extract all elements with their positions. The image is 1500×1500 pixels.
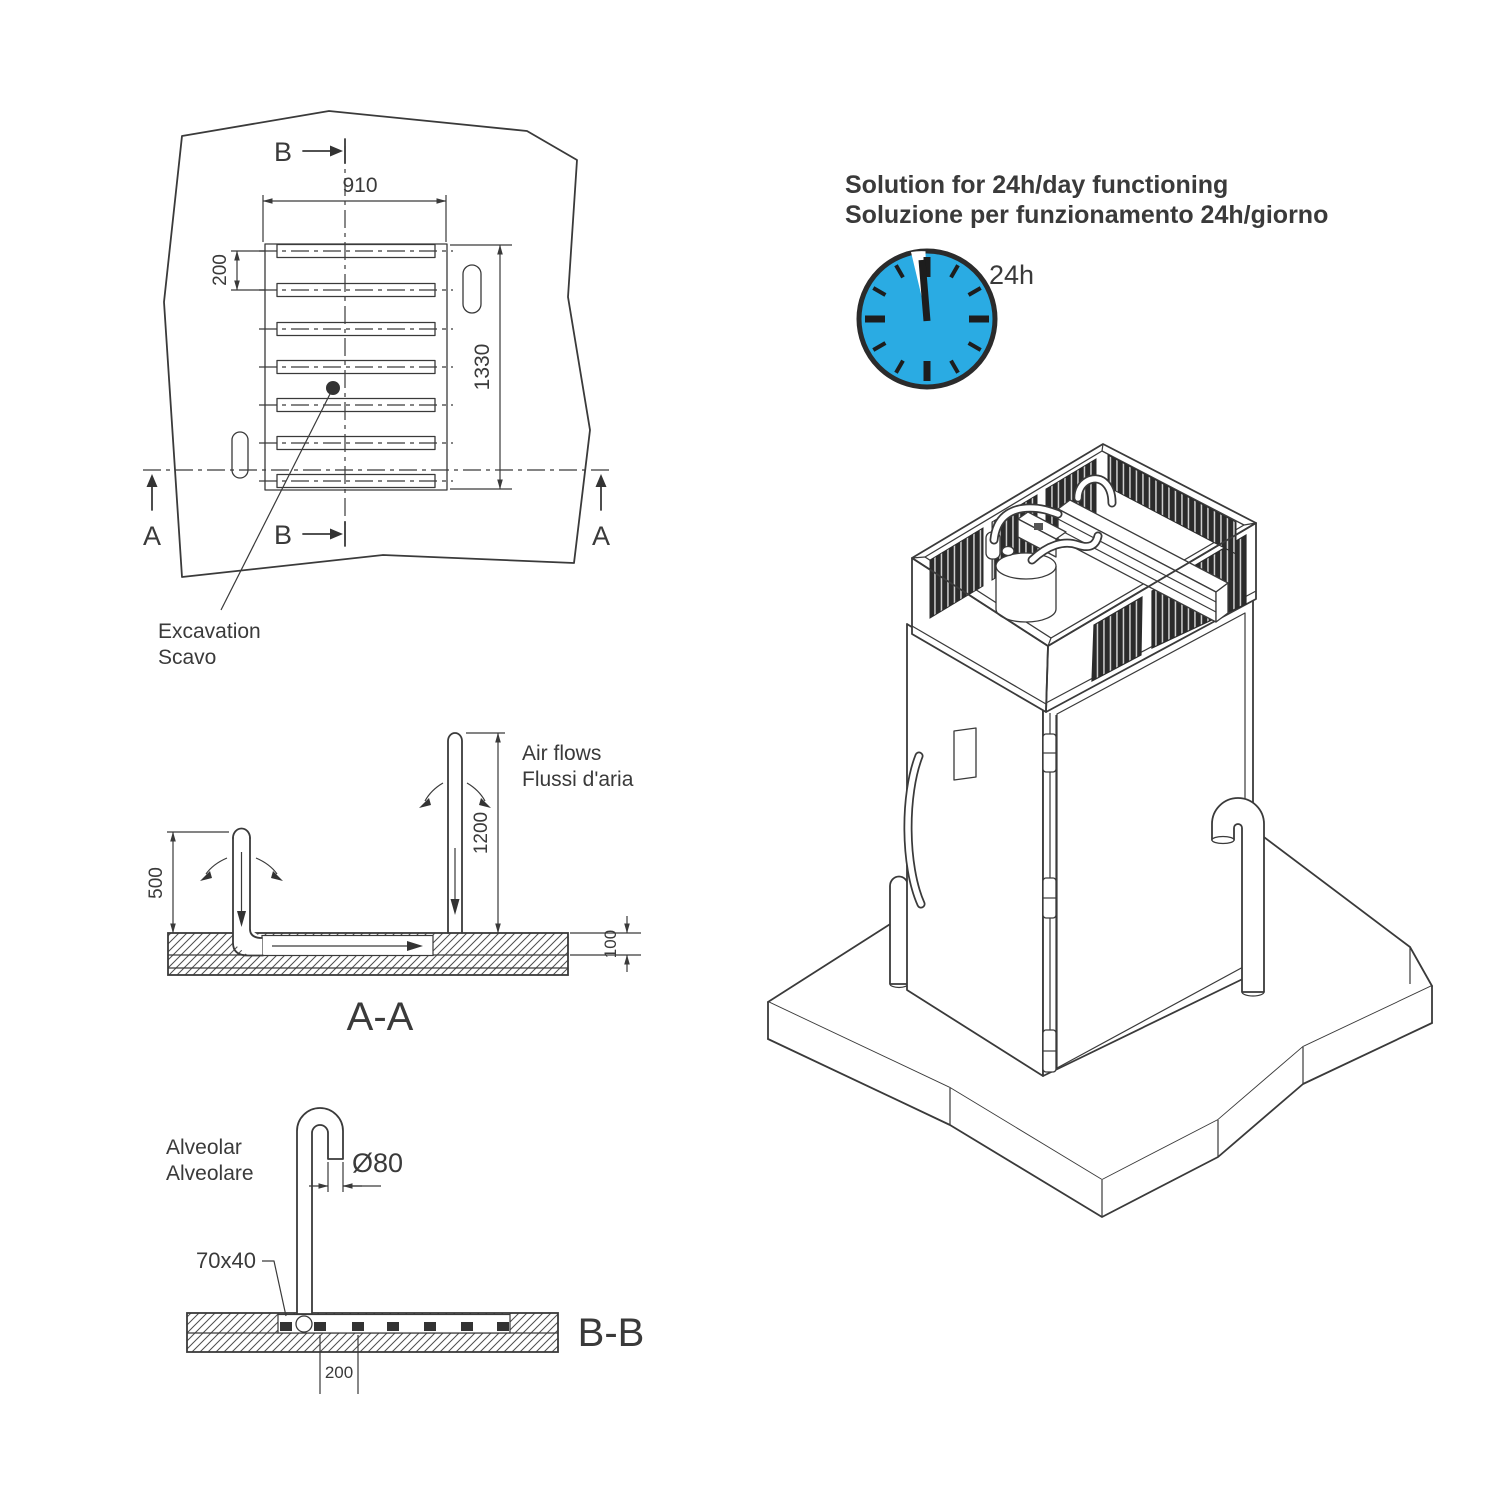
left-air-pipe <box>200 827 283 957</box>
door-hinge <box>1042 1029 1057 1073</box>
excavation-callout: Excavation Scavo <box>158 381 340 669</box>
dim-70x40: 70x40 <box>196 1248 287 1317</box>
air-flows-caption-en: Air flows <box>522 742 601 765</box>
dim-dia80: Ø80 <box>309 1148 403 1192</box>
clock-icon <box>856 248 998 390</box>
section-marker-b-bottom: B <box>274 520 346 550</box>
alveolar-caption-it: Alveolare <box>166 1162 254 1185</box>
dim-100: 100 <box>570 916 641 972</box>
dim-70x40-value: 70x40 <box>196 1248 256 1273</box>
plan-view: 910 200 1330 B B <box>143 110 610 669</box>
solution-note: Solution for 24h/day functioning Soluzio… <box>845 171 1328 390</box>
vent-pipe-bb <box>295 1107 344 1333</box>
dim-1200-value: 1200 <box>471 812 492 854</box>
callout-text-en: Excavation <box>158 620 261 643</box>
air-flows-caption-it: Flussi d'aria <box>522 768 634 791</box>
marker-b-label: B <box>274 137 292 167</box>
dim-200-value: 200 <box>210 254 231 286</box>
interior-grille <box>1107 454 1237 555</box>
slat <box>259 435 453 451</box>
slat <box>259 473 453 489</box>
clock-ticks <box>865 257 989 381</box>
rating-plate <box>953 727 977 781</box>
dim-200-bb-value: 200 <box>325 1363 353 1382</box>
door-hinge <box>1042 733 1057 773</box>
anchor-slot-top-right <box>462 264 482 314</box>
dim-910: 910 <box>262 174 447 242</box>
slat <box>259 321 453 337</box>
channel-flow-arrow <box>272 941 423 951</box>
callout-dot <box>326 381 340 395</box>
slat <box>259 359 453 375</box>
right-air-pipe <box>419 732 491 934</box>
dim-100-value: 100 <box>601 930 620 958</box>
slat <box>259 282 453 298</box>
condenser-interior <box>924 450 1245 639</box>
refrigerant-tubes <box>989 474 1117 565</box>
condenser-grille-front <box>1091 595 1143 683</box>
dim-910-value: 910 <box>342 174 377 197</box>
dim-1330: 1330 <box>450 244 512 490</box>
condenser-unit <box>911 443 1257 713</box>
clock-label: 24h <box>989 260 1034 290</box>
section-bb-label: B-B <box>578 1311 645 1355</box>
door-hinge <box>1042 877 1057 919</box>
compressor <box>995 545 1057 623</box>
section-aa-label: A-A <box>347 995 414 1039</box>
door-handle-core <box>905 753 924 907</box>
dim-200-bb: 200 <box>319 1335 359 1394</box>
pipe-cross-section <box>295 1315 313 1333</box>
solution-title-en: Solution for 24h/day functioning <box>845 171 1228 199</box>
section-marker-a-right: A <box>592 474 610 551</box>
interior-grille <box>929 527 984 619</box>
front-right-gooseneck-pipe <box>1211 797 1265 997</box>
alveolar-caption-en: Alveolar <box>166 1136 242 1159</box>
marker-b-label: B <box>274 520 292 550</box>
section-marker-b-top: B <box>274 137 346 167</box>
slat <box>259 243 453 259</box>
alveolar-blocks <box>280 1322 509 1331</box>
marker-a-label: A <box>143 521 161 551</box>
solution-title-it: Soluzione per funzionamento 24h/giorno <box>845 201 1328 229</box>
slat <box>259 397 453 413</box>
dim-500: 500 <box>146 831 229 934</box>
clock-hand <box>918 259 931 322</box>
excavation-plate <box>259 243 453 491</box>
anchor-slot-bottom-left <box>231 431 249 479</box>
dim-1200: 1200 <box>466 732 505 934</box>
dim-dia80-value: Ø80 <box>352 1148 403 1178</box>
rear-left-pipe <box>889 875 909 989</box>
pipe-opening <box>1211 835 1235 845</box>
dim-200: 200 <box>210 250 265 291</box>
dim-1330-value: 1330 <box>471 344 494 391</box>
section-bb: Ø80 70x40 200 Alveolar Alveolare B-B <box>166 1107 645 1394</box>
section-marker-a-left: A <box>143 474 161 551</box>
isometric-view <box>767 443 1433 1218</box>
callout-text-it: Scavo <box>158 646 216 669</box>
dim-500-value: 500 <box>146 867 167 899</box>
marker-a-label: A <box>592 521 610 551</box>
excavation-boundary <box>163 110 591 578</box>
section-aa: 500 1200 100 Air flows Flussi d'aria A-A <box>146 732 641 1039</box>
